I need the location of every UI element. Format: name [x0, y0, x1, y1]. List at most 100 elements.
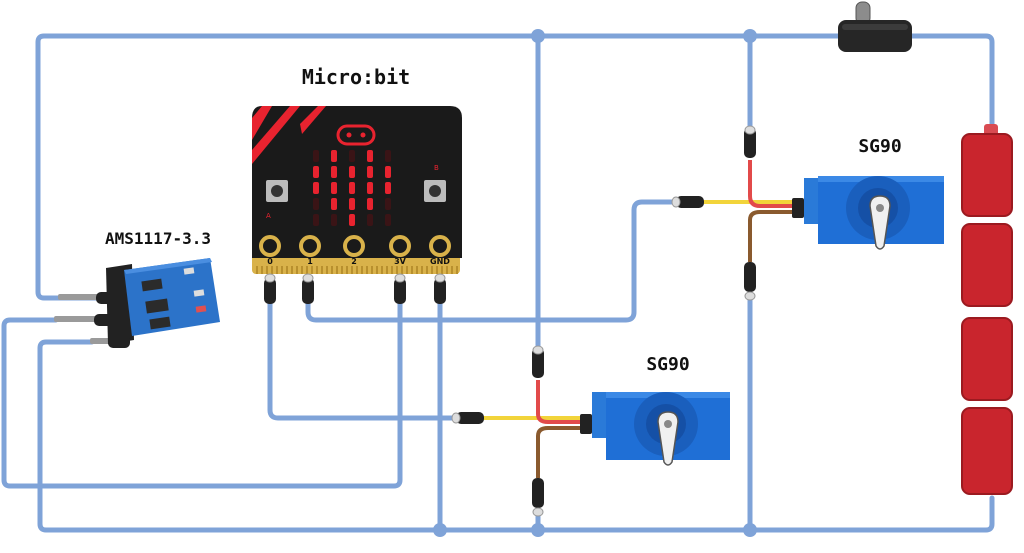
- gold-finger: [356, 266, 358, 274]
- pin-1-connector[interactable]: [302, 273, 314, 304]
- gold-finger: [351, 266, 353, 274]
- toggle-switch-icon[interactable]: [838, 1, 912, 52]
- pin-label-1: 1: [307, 257, 313, 266]
- wire-top-bus-right: [907, 33, 995, 133]
- gold-finger: [426, 266, 428, 274]
- led: [313, 182, 319, 194]
- led: [331, 150, 337, 162]
- led: [385, 166, 391, 178]
- junction-node: [531, 523, 545, 537]
- led-matrix: [313, 150, 391, 226]
- gold-finger: [421, 266, 423, 274]
- gold-finger: [431, 266, 433, 274]
- servo-bottom-signal-connector[interactable]: [451, 412, 484, 424]
- gold-finger: [286, 266, 288, 274]
- wire-reg-out-3v: [1, 297, 403, 489]
- gold-finger: [321, 266, 323, 274]
- servo-top-ground-connector[interactable]: [744, 262, 756, 301]
- gold-finger: [256, 266, 258, 274]
- gold-finger: [411, 266, 413, 274]
- servo-top-title: SG90: [858, 136, 901, 157]
- led: [313, 150, 319, 162]
- battery-cell-icon: [961, 133, 1013, 217]
- led: [349, 182, 355, 194]
- led: [367, 166, 373, 178]
- pin-ring: [259, 235, 281, 257]
- led: [331, 214, 337, 226]
- pin-ring: [299, 235, 321, 257]
- gold-finger: [386, 266, 388, 274]
- led: [367, 198, 373, 210]
- gold-finger: [271, 266, 273, 274]
- led: [367, 150, 373, 162]
- led: [385, 198, 391, 210]
- pin-0-connector[interactable]: [264, 273, 276, 304]
- microbit-board: B A 0 1 2 3V GND: [252, 106, 462, 274]
- gold-finger: [331, 266, 333, 274]
- gold-finger: [341, 266, 343, 274]
- pin-ring: [429, 235, 451, 257]
- gold-finger: [416, 266, 418, 274]
- gold-finger: [401, 266, 403, 274]
- pin-connectors: [264, 273, 446, 304]
- led: [385, 214, 391, 226]
- gold-finger: [406, 266, 408, 274]
- microbit-title: Micro:bit: [302, 65, 410, 89]
- junction-node: [531, 29, 545, 43]
- wire-bottom-bus: [37, 339, 995, 533]
- servo-top-power-connector[interactable]: [744, 125, 756, 158]
- servo-top-signal-connector[interactable]: [671, 196, 704, 208]
- gold-finger: [301, 266, 303, 274]
- junction-node: [743, 29, 757, 43]
- button-b-label: B: [434, 164, 439, 172]
- pin-label-2: 2: [351, 257, 357, 266]
- led: [313, 214, 319, 226]
- battery-cell-icon: [961, 317, 1013, 401]
- led: [349, 166, 355, 178]
- gold-finger: [361, 266, 363, 274]
- gold-fingers: [256, 266, 458, 274]
- pin-gnd-connector[interactable]: [434, 273, 446, 304]
- gold-finger: [371, 266, 373, 274]
- regulator-connectors: [94, 292, 130, 348]
- gold-finger: [366, 266, 368, 274]
- gold-finger: [296, 266, 298, 274]
- gold-finger: [336, 266, 338, 274]
- servo-top: [690, 160, 944, 262]
- gold-finger: [396, 266, 398, 274]
- pin-label-gnd: GND: [430, 257, 450, 266]
- gold-finger: [451, 266, 453, 274]
- servo-bottom-power-connector[interactable]: [532, 345, 544, 378]
- servo-bottom-title: SG90: [646, 354, 689, 375]
- servo-bottom-ground-connector[interactable]: [532, 478, 544, 517]
- wire-pin0-signal: [267, 297, 459, 421]
- junction-node: [743, 523, 757, 537]
- junctions: [433, 29, 757, 537]
- button-a[interactable]: [266, 180, 288, 202]
- gold-finger: [441, 266, 443, 274]
- battery-pack: [961, 124, 1013, 495]
- led: [385, 150, 391, 162]
- wires: [1, 33, 995, 533]
- led: [349, 198, 355, 210]
- battery-cell-icon: [961, 223, 1013, 307]
- junction-node: [433, 523, 447, 537]
- gold-finger: [446, 266, 448, 274]
- gold-finger: [391, 266, 393, 274]
- led: [367, 214, 373, 226]
- led: [349, 150, 355, 162]
- led: [385, 182, 391, 194]
- gold-finger: [456, 266, 458, 274]
- gold-finger: [376, 266, 378, 274]
- pin-3v-connector[interactable]: [394, 273, 406, 304]
- gold-finger: [261, 266, 263, 274]
- gold-finger: [311, 266, 313, 274]
- gold-finger: [266, 266, 268, 274]
- regulator-module: [54, 258, 220, 344]
- gold-finger: [436, 266, 438, 274]
- led: [331, 182, 337, 194]
- led: [313, 198, 319, 210]
- button-b[interactable]: [424, 180, 446, 202]
- led: [331, 166, 337, 178]
